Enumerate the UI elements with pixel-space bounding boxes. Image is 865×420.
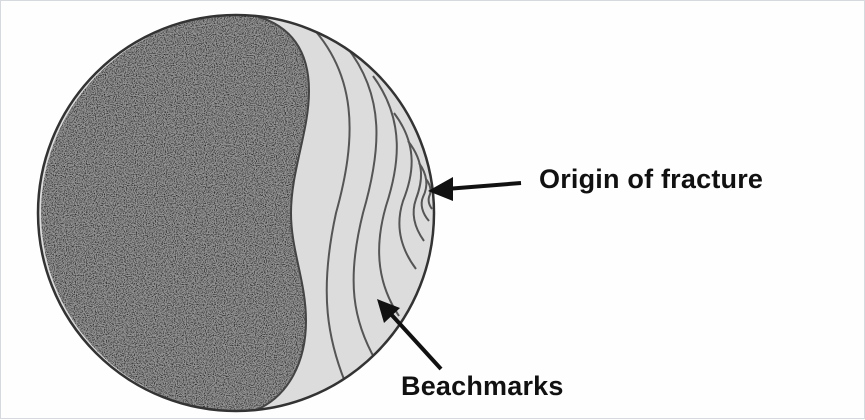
rough-overload-zone xyxy=(31,11,331,416)
origin-arrow xyxy=(428,177,521,201)
beachmarks-label: Beachmarks xyxy=(401,371,564,402)
origin-of-fracture-label: Origin of fracture xyxy=(539,164,763,195)
